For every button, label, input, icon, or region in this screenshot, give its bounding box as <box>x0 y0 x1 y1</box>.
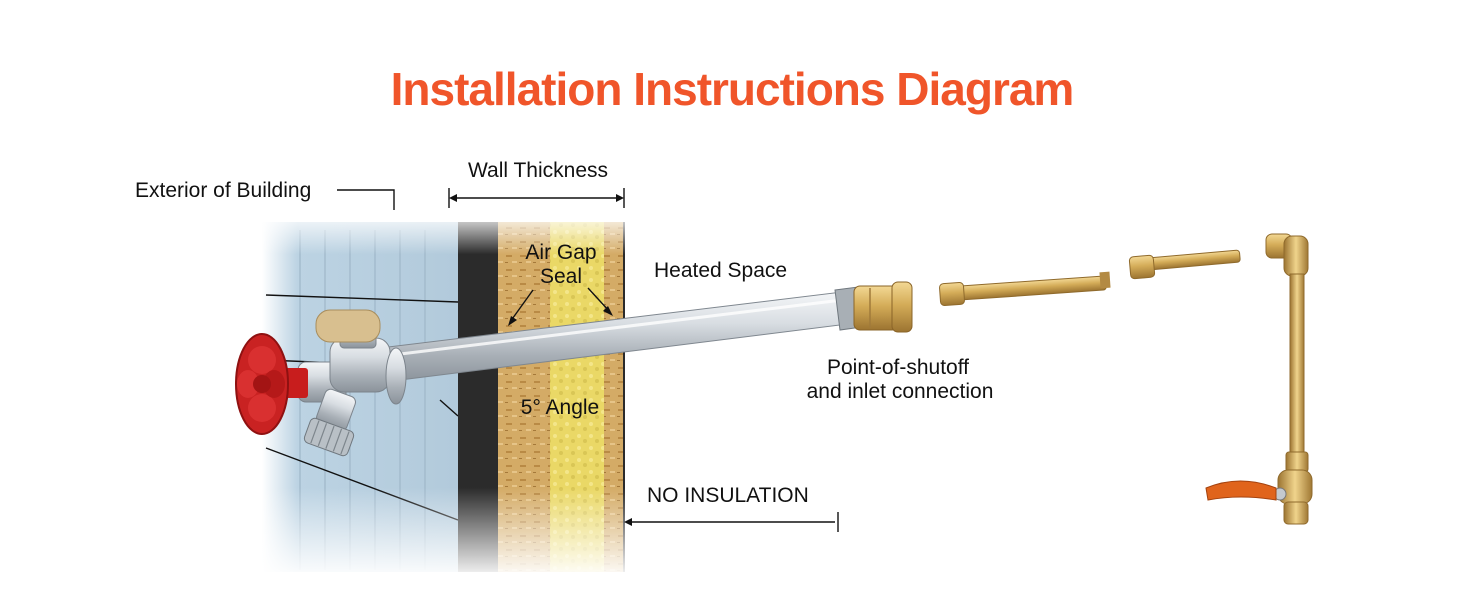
elbow-riser-assembly <box>1205 233 1313 525</box>
label-air-gap: Air Gap <box>525 241 596 264</box>
frost-free-sillcock <box>235 281 913 457</box>
label-seal: Seal <box>540 265 582 288</box>
extension-pipe-short <box>1128 249 1241 280</box>
red-wheel-handle-icon <box>235 333 308 435</box>
label-heated-space: Heated Space <box>654 259 787 282</box>
wall-section <box>258 210 628 580</box>
label-exterior-of-building: Exterior of Building <box>135 179 311 202</box>
extension-pipe-long <box>939 271 1111 307</box>
label-inlet-connection: and inlet connection <box>807 380 994 403</box>
riser-pipe <box>1289 273 1305 457</box>
page-title: Installation Instructions Diagram <box>390 63 1075 115</box>
label-no-insulation: NO INSULATION <box>647 484 809 507</box>
push-fit-connector <box>853 281 913 333</box>
ball-valve-lever-icon <box>1205 480 1277 501</box>
valve-body <box>297 309 407 457</box>
label-wall-thickness: Wall Thickness <box>468 159 608 182</box>
label-5-degree-angle: 5° Angle <box>521 396 599 419</box>
annotation-lines <box>337 188 839 532</box>
vacuum-breaker-cap <box>315 309 381 343</box>
label-point-of-shutoff: Point-of-shutoff <box>827 356 969 379</box>
